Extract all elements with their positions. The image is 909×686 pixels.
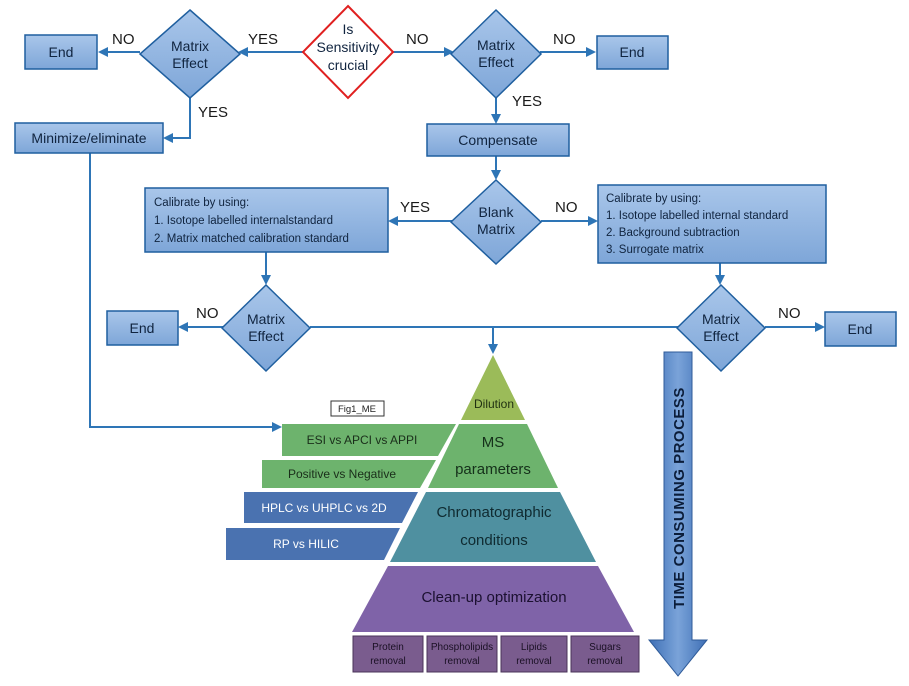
end-label: End [620,44,645,60]
sens-line-1: Is [343,21,354,37]
removal-protein-2: removal [370,656,406,667]
edge-labels: YES NO NO NO YES YES YES NO NO NO [112,31,801,322]
blank-matrix-decision: Blank Matrix [449,178,543,266]
label-no: NO [406,31,429,48]
option-bar-ion [282,424,456,456]
blank-line-1: Blank [478,204,514,220]
label-yes: YES [198,104,228,121]
minimize-box: Minimize/eliminate [14,122,164,154]
label-no: NO [778,305,801,322]
calib-right-line-1: Calibrate by using: [606,193,701,205]
end-label: End [49,44,74,60]
removal-phospho-2: removal [444,656,480,667]
option-bar-lc [244,492,418,523]
matrix-effect-top-right: Matrix Effect [449,8,543,100]
chrom-line-2: conditions [460,532,528,549]
connectors [89,47,825,432]
sens-line-2: Sensitivity [316,39,379,55]
compensate-box: Compensate [426,123,570,157]
removal-box-phospholipids [426,635,498,673]
edge-me-left-to-minimize [163,96,191,143]
chrom-line-1: Chromatographic [436,504,552,521]
time-consuming-arrow: TIME CONSUMING PROCESS [647,351,709,677]
label-no: NO [555,199,578,216]
matrix-effect-top-left: Matrix Effect [138,9,242,99]
calib-left-line-3: 2. Matrix matched calibration standard [154,233,349,245]
removal-sugars-2: removal [587,656,623,667]
calib-left-line-1: Calibrate by using: [154,197,249,209]
pyramid-ms [428,424,558,488]
calib-right-line-4: 3. Surrogate matrix [606,244,704,256]
time-arrow-label: TIME CONSUMING PROCESS [671,387,688,609]
removal-lipids-1: Lipids [521,642,547,653]
me-line-1: Matrix [171,38,209,54]
removal-box-sugars [570,635,640,673]
removal-box-lipids [500,635,568,673]
time-arrow-shape [647,351,709,677]
sens-line-3: crucial [328,57,368,73]
removal-phospho-1: Phospholipids [431,642,493,653]
me-line-1: Matrix [247,311,285,327]
label-yes: YES [248,31,278,48]
pyramid-dilution [461,355,525,420]
option-ion: ESI vs APCI vs APPI [307,433,418,447]
me-line-2: Effect [478,54,514,70]
option-phase: RP vs HILIC [273,537,339,551]
label-no: NO [196,305,219,322]
me-line-1: Matrix [702,311,740,327]
end-box-lower-left: End [106,310,179,346]
calib-left-line-2: 1. Isotope labelled internalstandard [154,215,333,227]
label-yes: YES [512,93,542,110]
blank-line-2: Matrix [477,221,515,237]
end-box-top-right: End [596,35,669,70]
label-no: NO [553,31,576,48]
option-bar-phase [226,528,400,560]
me-line-2: Effect [172,55,208,71]
option-lc: HPLC vs UHPLC vs 2D [261,501,387,515]
matrix-effect-lower-right: Matrix Effect [675,283,767,373]
calibrate-box-left: Calibrate by using: 1. Isotope labelled … [144,187,389,253]
calibrate-box-right: Calibrate by using: 1. Isotope labelled … [597,184,827,264]
end-label: End [848,321,873,337]
pyramid: Dilution MS parameters Chromatographic c… [352,355,634,632]
calib-right-line-3: 2. Background subtraction [606,227,740,239]
removal-protein-1: Protein [372,642,404,653]
end-box-lower-right: End [824,311,897,347]
cleanup-label: Clean-up optimization [421,589,566,606]
edge-minimize-to-options [89,153,282,432]
removal-sugars-1: Sugars [589,642,621,653]
removal-lipids-2: removal [516,656,552,667]
me-line-1: Matrix [477,37,515,53]
me-line-2: Effect [703,328,739,344]
ms-line-1: MS [482,434,505,451]
sensitivity-decision: Is Sensitivity crucial [301,4,395,100]
calib-right-line-2: 1. Isotope labelled internal standard [606,210,788,222]
figure-tag: Fig1_ME [330,400,385,417]
compensate-label: Compensate [458,132,538,148]
figure-tag-text: Fig1_ME [338,404,376,415]
end-box-top-left: End [24,34,98,70]
me-line-2: Effect [248,328,284,344]
removal-box-protein [352,635,424,673]
matrix-effect-lower-left: Matrix Effect [220,283,312,373]
option-bar-polarity [262,460,436,488]
label-yes: YES [400,199,430,216]
option-polarity: Positive vs Negative [288,467,396,481]
pyramid-chrom [390,492,596,562]
option-bars: ESI vs APCI vs APPI Positive vs Negative… [226,424,456,560]
ms-line-2: parameters [455,461,531,478]
label-no: NO [112,31,135,48]
dilution-label: Dilution [474,397,514,411]
minimize-label: Minimize/eliminate [31,130,146,146]
removal-boxes: Protein removal Phospholipids removal Li… [352,635,640,673]
end-label: End [130,320,155,336]
pyramid-cleanup [352,566,634,632]
